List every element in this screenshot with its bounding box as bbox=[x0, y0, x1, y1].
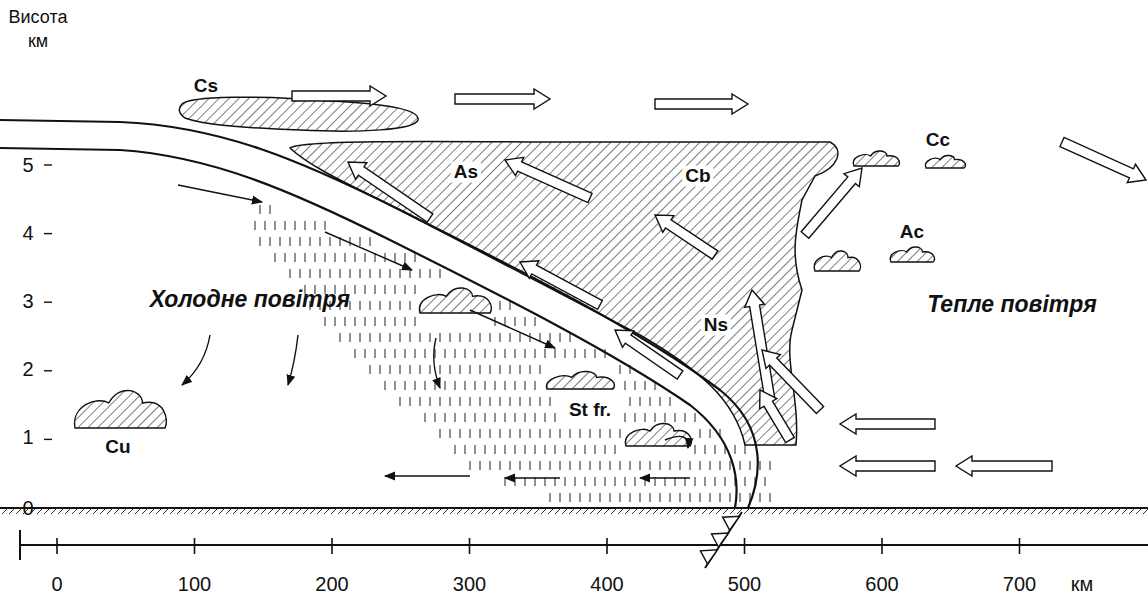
air-mass-name: Тепле повітря bbox=[927, 292, 1097, 317]
distance-value: 200 bbox=[315, 573, 348, 595]
cs-cloud bbox=[179, 97, 418, 131]
cc-cloud bbox=[925, 155, 965, 168]
distance-unit: км bbox=[1071, 573, 1094, 595]
st-fr-cloud bbox=[546, 371, 614, 389]
axis-title: Висота bbox=[9, 8, 68, 28]
ground bbox=[0, 508, 1148, 514]
warm-air-arrow bbox=[1060, 137, 1146, 182]
distance-value: 0 bbox=[51, 573, 62, 595]
warm-air-arrow bbox=[840, 456, 935, 476]
distance-value: 700 bbox=[1003, 573, 1036, 595]
distance-value: 400 bbox=[590, 573, 623, 595]
cold-air-arrow bbox=[178, 185, 690, 478]
ascending-arrow bbox=[760, 390, 795, 443]
warm-air-arrow bbox=[956, 456, 1052, 476]
cold-front-symbol bbox=[700, 512, 742, 568]
height-value: 5 bbox=[22, 154, 33, 176]
cloud-type: Ns bbox=[701, 315, 731, 336]
distance-value: 600 bbox=[865, 573, 898, 595]
cloud-type: Cc bbox=[926, 130, 950, 151]
ascending-arrow bbox=[615, 330, 683, 379]
warm-air-arrow bbox=[840, 414, 935, 434]
ac-cloud bbox=[890, 247, 934, 262]
distance-value: 300 bbox=[453, 573, 486, 595]
axis-unit: км bbox=[28, 32, 48, 52]
cu-cloud bbox=[75, 390, 167, 428]
ascending-arrow bbox=[801, 168, 862, 238]
cloud-type: As bbox=[451, 162, 481, 183]
st-fr-cloud bbox=[625, 423, 691, 446]
cloud-type: St fr. bbox=[566, 400, 614, 421]
ac-cloud bbox=[814, 251, 860, 271]
st-fr-cloud bbox=[420, 288, 492, 313]
height-value: 2 bbox=[22, 358, 33, 380]
ascending-arrow bbox=[745, 290, 775, 401]
cloud-type: Ac bbox=[900, 222, 924, 243]
height-value: 0 bbox=[22, 497, 33, 519]
height-value: 3 bbox=[22, 290, 33, 312]
front-surface bbox=[0, 120, 758, 508]
cloud-type: Cu bbox=[105, 437, 130, 458]
air-mass-name: Холодне повітря bbox=[150, 287, 350, 312]
height-value: 4 bbox=[22, 222, 33, 244]
height-value: 1 bbox=[22, 426, 33, 448]
warm-air-arrow bbox=[292, 86, 386, 106]
ascending-arrow bbox=[655, 215, 718, 259]
ascending-arrow bbox=[348, 162, 433, 222]
warm-air-arrow bbox=[655, 94, 748, 114]
cc-cloud bbox=[853, 151, 899, 166]
distance-value: 100 bbox=[178, 573, 211, 595]
distance-value: 500 bbox=[728, 573, 761, 595]
cloud-type: Cb bbox=[682, 166, 713, 187]
warm-air-arrow bbox=[455, 89, 550, 109]
cloud-type: Cs bbox=[194, 76, 218, 97]
ascending-arrow bbox=[505, 157, 592, 202]
ascending-arrow bbox=[520, 261, 602, 310]
precipitation bbox=[255, 205, 770, 502]
